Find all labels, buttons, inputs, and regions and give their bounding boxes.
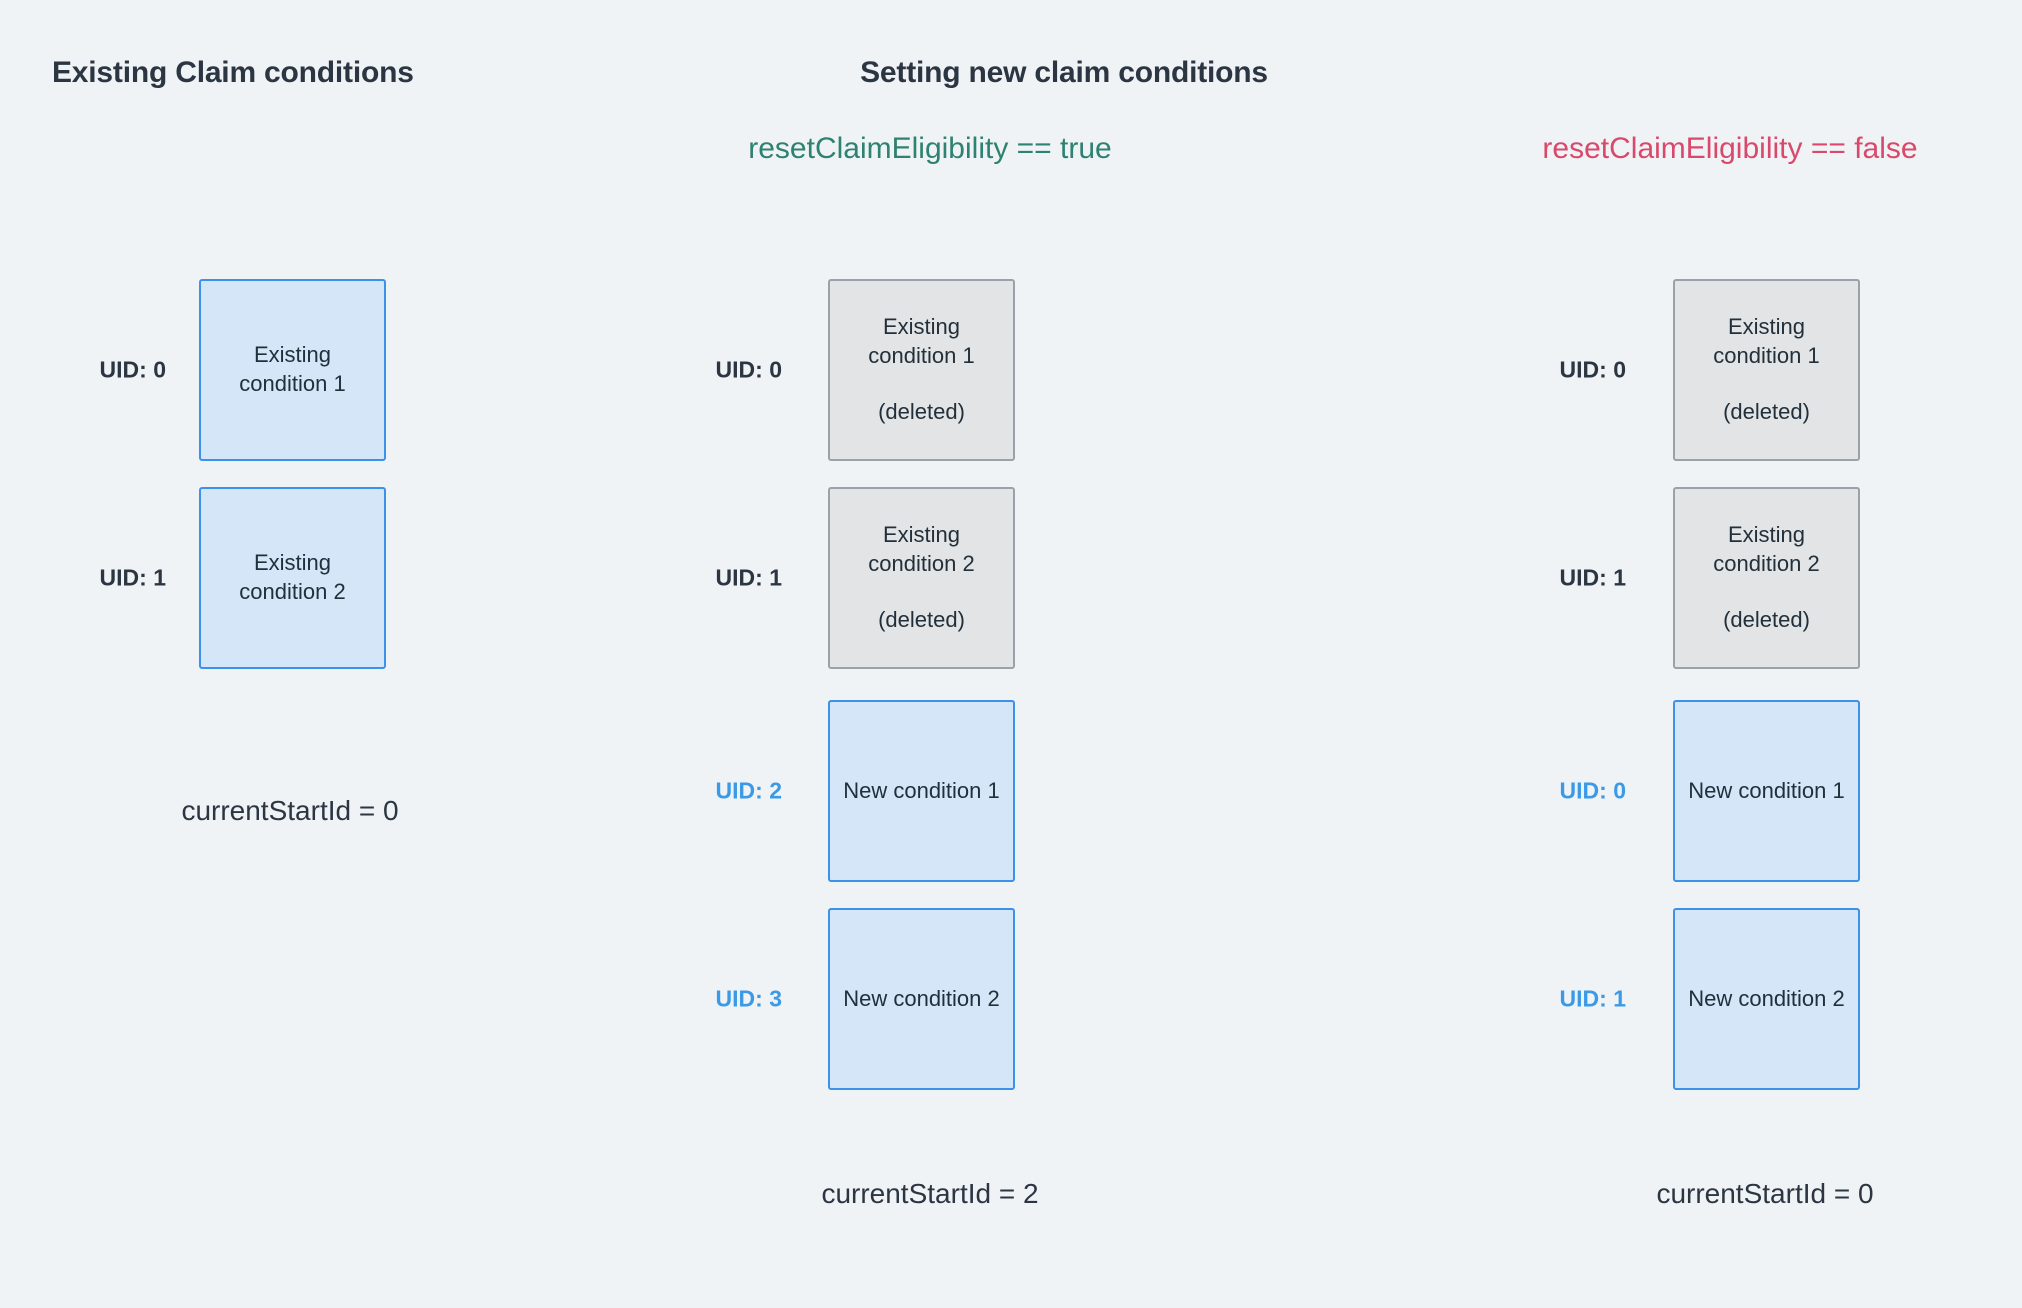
uid-label-reset-true-row-1: UID: 0 [715,356,782,383]
condition-box-existing-row-2: Existing condition 2 [199,487,386,669]
condition-flag-reset-true: resetClaimEligibility == true [748,132,1112,165]
condition-box-label: Existing condition 1 [868,314,975,368]
condition-box-reset-true-row-3: New condition 1 [828,700,1015,882]
condition-box-label: New condition 1 [1688,777,1845,803]
condition-flag-reset-false: resetClaimEligibility == false [1542,132,1918,165]
current-start-id-existing: currentStartId = 0 [181,795,399,826]
condition-box-reset-false-row-2: Existing condition 2 (deleted) [1673,487,1860,669]
uid-label-reset-true-row-3: UID: 2 [715,777,782,804]
condition-box-label: Existing condition 2 [868,522,975,576]
uid-label-reset-true-row-2: UID: 1 [715,564,782,591]
condition-box-status: (deleted) [878,607,965,633]
uid-label-reset-false-row-4: UID: 1 [1559,985,1626,1012]
uid-label-reset-false-row-2: UID: 1 [1559,564,1626,591]
page-title-existing-claim-conditions: Existing Claim conditions [52,56,414,89]
condition-box-status: (deleted) [1723,607,1810,633]
condition-box-label: New condition 2 [1688,985,1845,1011]
condition-box-label: Existing condition 1 [239,342,346,396]
uid-label-reset-false-row-1: UID: 0 [1559,356,1626,383]
condition-box-label: Existing condition 1 [1713,314,1820,368]
uid-label-existing-row-1: UID: 0 [99,356,166,383]
condition-box-reset-true-row-2: Existing condition 2 (deleted) [828,487,1015,669]
current-start-id-reset-true: currentStartId = 2 [821,1178,1039,1209]
condition-box-reset-true-row-1: Existing condition 1 (deleted) [828,279,1015,461]
condition-box-label: Existing condition 2 [1713,522,1820,576]
condition-box-reset-false-row-1: Existing condition 1 (deleted) [1673,279,1860,461]
condition-box-label: New condition 1 [843,777,1000,803]
condition-box-status: (deleted) [1723,399,1810,425]
uid-label-reset-false-row-3: UID: 0 [1559,777,1626,804]
uid-label-reset-true-row-4: UID: 3 [715,985,782,1012]
current-start-id-reset-false: currentStartId = 0 [1656,1178,1874,1209]
condition-box-label: Existing condition 2 [239,550,346,604]
condition-box-label: New condition 2 [843,985,1000,1011]
condition-box-status: (deleted) [878,399,965,425]
condition-box-reset-false-row-3: New condition 1 [1673,700,1860,882]
page-title-setting-new-claim-conditions: Setting new claim conditions [860,56,1268,89]
uid-label-existing-row-2: UID: 1 [99,564,166,591]
condition-box-reset-false-row-4: New condition 2 [1673,908,1860,1090]
condition-box-existing-row-1: Existing condition 1 [199,279,386,461]
condition-box-reset-true-row-4: New condition 2 [828,908,1015,1090]
